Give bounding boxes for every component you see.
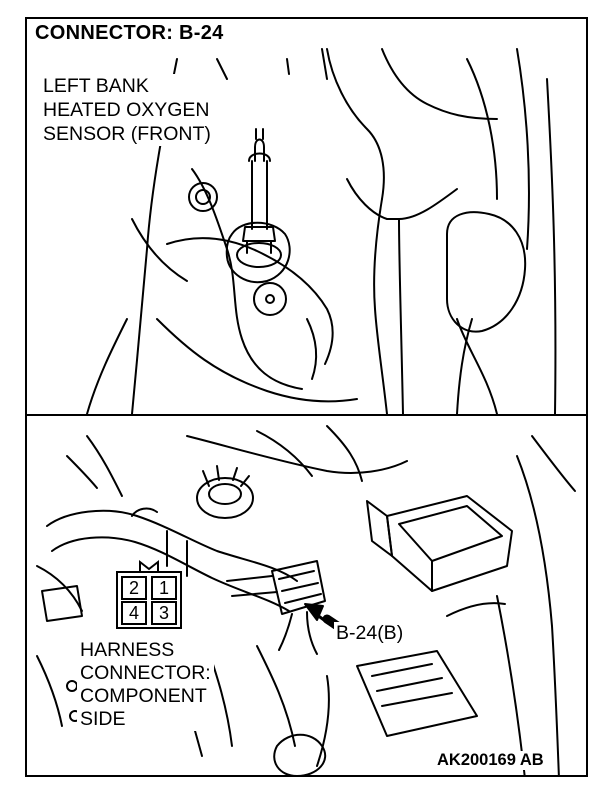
diagram-frame: CONNECTOR: B-24 LEFT BANK HEATED OXYGEN … bbox=[25, 17, 588, 777]
pin-2: 2 bbox=[121, 576, 147, 600]
sensor-label: LEFT BANK HEATED OXYGEN SENSOR (FRONT) bbox=[41, 74, 213, 146]
harness-label-line: SIDE bbox=[80, 708, 126, 730]
pin-4: 4 bbox=[121, 601, 147, 625]
connector-key-icon bbox=[139, 559, 159, 573]
harness-label-line: COMPONENT bbox=[80, 685, 207, 707]
harness-label-line: CONNECTOR: bbox=[80, 662, 211, 684]
harness-label: HARNESS CONNECTOR: COMPONENT SIDE bbox=[77, 639, 214, 731]
sensor-illustration bbox=[86, 48, 557, 414]
sensor-label-line: SENSOR (FRONT) bbox=[43, 123, 211, 145]
figure-code: AK200169 AB bbox=[434, 751, 547, 770]
connector-callout-label: B-24(B) bbox=[334, 622, 406, 645]
connector-pin-face: 2 1 4 3 bbox=[116, 559, 182, 629]
harness-label-line: HARNESS bbox=[80, 639, 175, 661]
pin-3: 3 bbox=[151, 601, 177, 625]
pin-1: 1 bbox=[151, 576, 177, 600]
panel-divider bbox=[27, 414, 586, 416]
connector-title: CONNECTOR: B-24 bbox=[32, 22, 227, 45]
sensor-label-line: HEATED OXYGEN bbox=[43, 99, 210, 121]
sensor-label-line: LEFT BANK bbox=[43, 75, 149, 97]
